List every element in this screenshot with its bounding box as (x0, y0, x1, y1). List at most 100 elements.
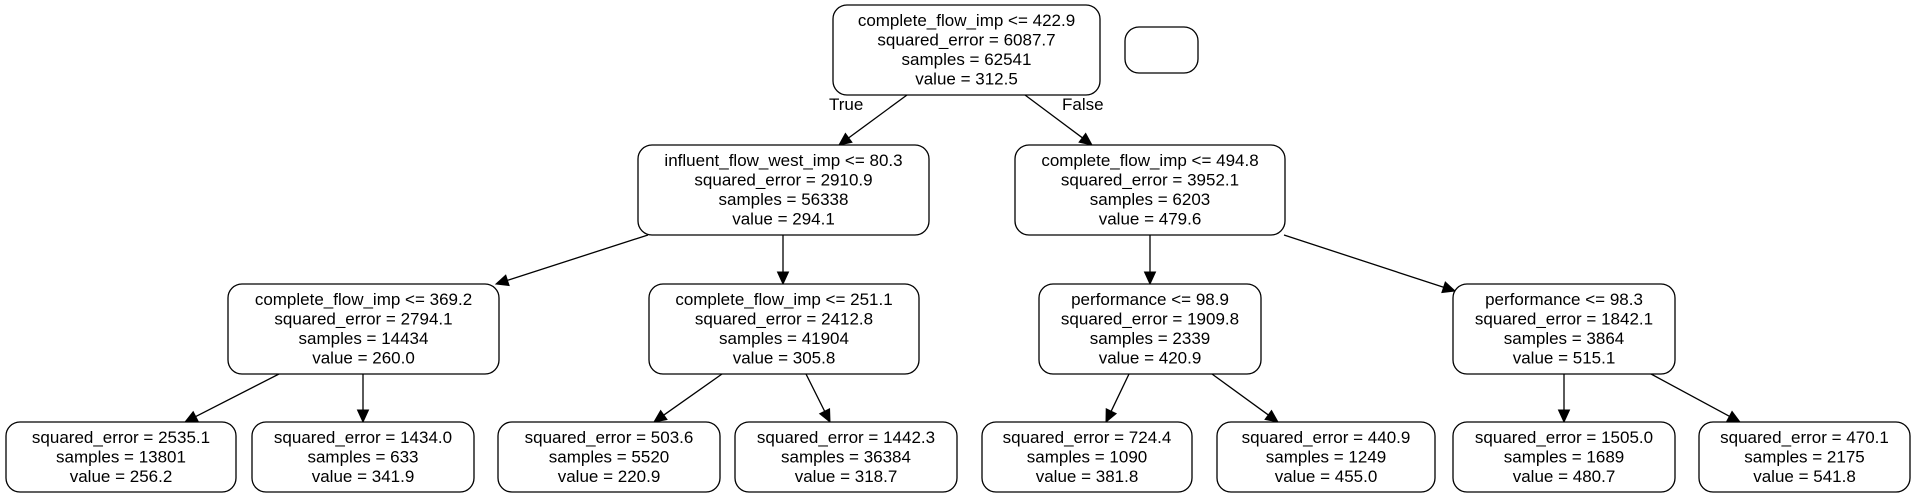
node-value: value = 420.9 (1099, 349, 1202, 368)
node-samples: samples = 62541 (902, 50, 1032, 69)
edge-label-true: True (829, 95, 863, 114)
node-value: value = 480.7 (1513, 467, 1616, 486)
nodes-layer: complete_flow_imp <= 422.9squared_error … (5, 4, 1911, 493)
tree-node-n4: complete_flow_imp <= 251.1squared_error … (648, 283, 920, 375)
node-box (1698, 421, 1911, 493)
edge-arrowhead-n5-n12 (1264, 409, 1279, 423)
node-box (1452, 421, 1676, 493)
edge-arrowhead-n1-n3 (494, 274, 510, 287)
edge-arrowhead-n3-n8 (356, 409, 370, 424)
node-samples: samples = 2339 (1090, 329, 1211, 348)
edge-n5-n12 (1211, 373, 1269, 416)
edge-arrowhead-n5-n11 (1105, 408, 1118, 424)
node-squared-error: squared_error = 2412.8 (695, 310, 873, 329)
node-squared-error: squared_error = 724.4 (1003, 428, 1172, 447)
edge-arrowhead-n2-n6 (1441, 281, 1457, 294)
edge-n6-n14 (1650, 373, 1730, 417)
tree-node-n1: influent_flow_west_imp <= 80.3squared_er… (637, 144, 930, 236)
edge-arrowhead-n1-n4 (776, 271, 790, 286)
node-split-condition: performance <= 98.9 (1071, 290, 1229, 309)
node-squared-error: squared_error = 2535.1 (32, 428, 210, 447)
node-samples: samples = 56338 (719, 190, 849, 209)
node-samples: samples = 1689 (1504, 447, 1625, 466)
node-value: value = 541.8 (1753, 467, 1856, 486)
node-box (832, 4, 1101, 96)
edge-arrowhead-n0-n2 (1078, 132, 1093, 146)
edge-n4-n9 (663, 373, 723, 416)
node-box (637, 144, 930, 236)
edge-n4-n10 (805, 373, 826, 412)
edge-n0-n1 (848, 94, 908, 139)
node-value: value = 479.6 (1099, 210, 1202, 229)
node-value: value = 256.2 (70, 467, 173, 486)
node-box (227, 283, 500, 375)
node-box (1014, 144, 1286, 236)
node-squared-error: squared_error = 503.6 (525, 428, 694, 447)
edge-n2-n6 (1283, 234, 1444, 288)
edges-layer: True False (183, 94, 1742, 424)
node-split-condition: performance <= 98.3 (1485, 290, 1643, 309)
node-squared-error: squared_error = 2910.9 (694, 171, 872, 190)
node-box (251, 421, 475, 493)
node-samples: samples = 14434 (299, 329, 429, 348)
node-squared-error: squared_error = 440.9 (1242, 428, 1411, 447)
node-box (981, 421, 1193, 493)
edge-n1-n3 (507, 234, 649, 281)
node-squared-error: squared_error = 1442.3 (757, 428, 935, 447)
node-value: value = 381.8 (1036, 467, 1139, 486)
node-squared-error: squared_error = 1842.1 (1475, 310, 1653, 329)
edge-arrowhead-n4-n9 (653, 409, 668, 423)
edge-n0-n2 (1024, 94, 1083, 139)
node-squared-error: squared_error = 2794.1 (274, 310, 452, 329)
node-squared-error: squared_error = 1505.0 (1475, 428, 1653, 447)
node-split-condition: complete_flow_imp <= 369.2 (255, 290, 472, 309)
edge-n5-n11 (1110, 373, 1130, 412)
node-box (1216, 421, 1436, 493)
edge-arrowhead-n4-n10 (818, 408, 831, 424)
node-value: value = 318.7 (795, 467, 898, 486)
node-value: value = 341.9 (312, 467, 415, 486)
node-squared-error: squared_error = 1909.8 (1061, 310, 1239, 329)
node-box (734, 421, 958, 493)
node-squared-error: squared_error = 6087.7 (877, 31, 1055, 50)
node-value: value = 305.8 (733, 349, 836, 368)
node-value: value = 294.1 (732, 210, 835, 229)
edge-n3-n7 (195, 373, 280, 418)
tree-node-n0: complete_flow_imp <= 422.9squared_error … (832, 4, 1101, 96)
node-samples: samples = 2175 (1744, 447, 1865, 466)
node-split-condition: complete_flow_imp <= 422.9 (858, 11, 1075, 30)
edge-arrowhead-n0-n1 (838, 132, 853, 146)
node-box (1038, 283, 1262, 375)
node-samples: samples = 36384 (781, 447, 911, 466)
node-value: value = 455.0 (1275, 467, 1378, 486)
node-box (1124, 26, 1199, 74)
edge-label-false: False (1062, 95, 1104, 114)
node-squared-error: squared_error = 470.1 (1720, 428, 1889, 447)
node-box (1452, 283, 1676, 375)
edge-arrowhead-n6-n13 (1557, 409, 1571, 424)
node-value: value = 220.9 (558, 467, 661, 486)
node-samples: samples = 5520 (549, 447, 670, 466)
tree-node-n2: complete_flow_imp <= 494.8squared_error … (1014, 144, 1286, 236)
node-samples: samples = 13801 (56, 447, 186, 466)
tree-node-n3: complete_flow_imp <= 369.2squared_error … (227, 283, 500, 375)
edge-arrowhead-n6-n14 (1726, 410, 1742, 423)
node-split-condition: influent_flow_west_imp <= 80.3 (664, 151, 902, 170)
node-split-condition: complete_flow_imp <= 251.1 (675, 290, 892, 309)
node-samples: samples = 6203 (1090, 190, 1211, 209)
node-split-condition: complete_flow_imp <= 494.8 (1041, 151, 1258, 170)
node-value: value = 312.5 (915, 70, 1018, 89)
node-value: value = 260.0 (312, 349, 415, 368)
edge-arrowhead-n2-n5 (1143, 271, 1157, 286)
node-samples: samples = 1090 (1027, 447, 1148, 466)
node-box (648, 283, 920, 375)
